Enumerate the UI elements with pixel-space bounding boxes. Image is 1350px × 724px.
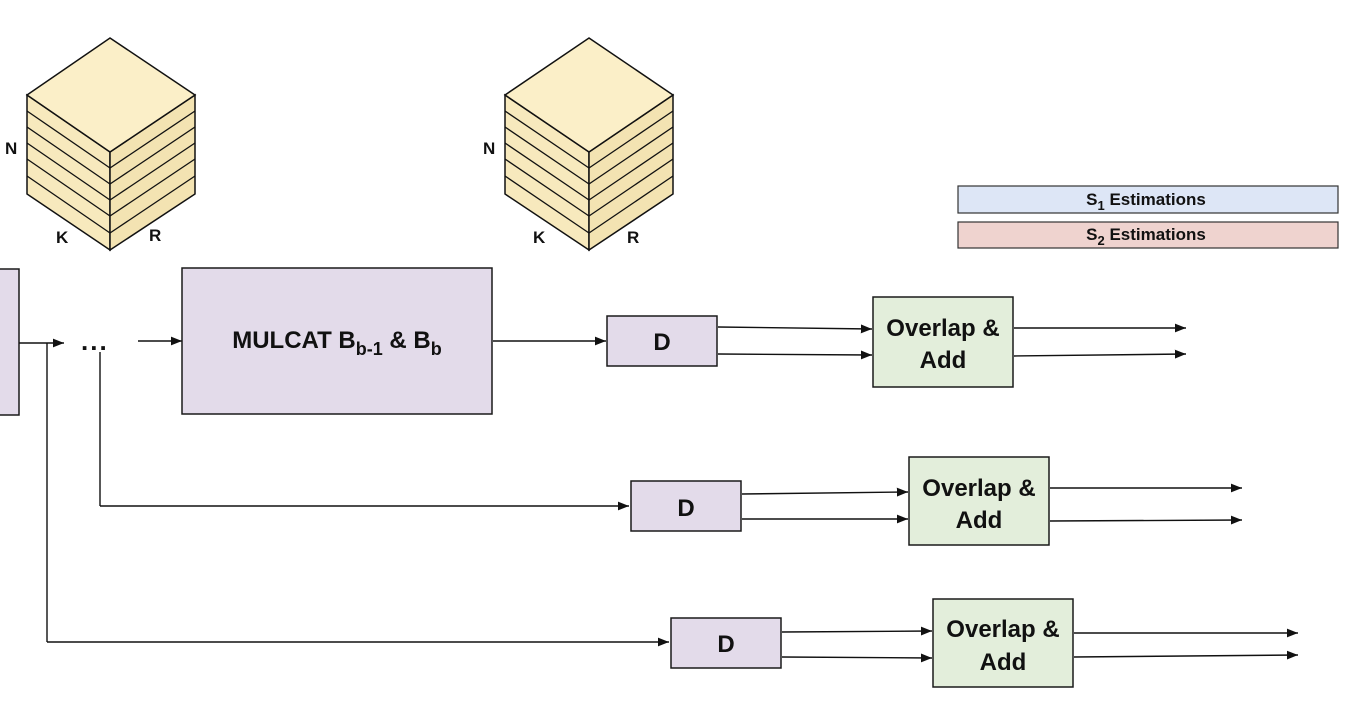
legend-s1-letter: S <box>1086 190 1097 209</box>
overlap-add-2-line2: Add <box>956 507 1003 534</box>
ellipsis: ... <box>81 326 109 356</box>
previous-block-partial <box>0 268 20 416</box>
legend: S1 Estimations S2 Estimations <box>957 185 1339 249</box>
arrow-d1-to-ola1-top <box>717 324 873 334</box>
arrow-d3-to-ola3-top <box>781 626 933 636</box>
arrow-ola3-out-bottom <box>1073 650 1299 660</box>
overlap-add-block-2: Overlap & Add <box>908 456 1050 546</box>
legend-s2-text: Estimations <box>1105 225 1206 244</box>
arrow-d1-to-ola1-bottom <box>717 350 873 360</box>
cube-2-k-label: K <box>533 228 546 247</box>
cube-1-k-label: K <box>56 228 69 247</box>
arrow-d2-to-ola2-top <box>741 487 909 497</box>
arrow-d3-to-ola3-bottom <box>781 653 933 663</box>
overlap-add-3-line2: Add <box>980 649 1027 676</box>
legend-s2-label: S2 Estimations <box>1086 225 1206 248</box>
arrow-ola1-out-bottom <box>1013 349 1187 359</box>
cube-2-slices <box>504 110 674 234</box>
cube-1-n-label: N <box>5 139 17 158</box>
legend-s1-label: S1 Estimations <box>1086 190 1206 213</box>
legend-s2-swatch <box>957 221 1339 249</box>
legend-s1-sub: 1 <box>1098 198 1105 213</box>
overlap-add-2-line1: Overlap & <box>922 475 1035 502</box>
cube-2-r-label: R <box>627 228 639 247</box>
cube-2-n-label: N <box>483 139 495 158</box>
legend-s1-text: Estimations <box>1105 190 1206 209</box>
legend-s1-swatch <box>957 185 1339 214</box>
cube-1-slices <box>26 110 196 234</box>
overlap-add-block-1: Overlap & Add <box>872 296 1014 388</box>
mulcat-block: MULCAT Bb-1 & Bb <box>181 267 493 415</box>
overlap-add-block-3: Overlap & Add <box>932 598 1074 688</box>
tensor-cube-2: N K R <box>483 37 675 252</box>
mulcat-sub2: b <box>431 339 442 359</box>
d-block-1-label: D <box>653 329 670 356</box>
d-block-2-label: D <box>677 495 694 522</box>
mulcat-label: MULCAT Bb-1 & Bb <box>232 327 442 359</box>
mulcat-prefix: MULCAT B <box>232 327 356 354</box>
d-block-3-label: D <box>717 631 734 658</box>
tensor-cube-1: N K R <box>5 37 197 252</box>
arrow-ola2-out-bottom <box>1049 515 1243 525</box>
mulcat-sub1: b-1 <box>356 339 383 359</box>
overlap-add-1-line1: Overlap & <box>886 315 999 342</box>
connectors <box>19 323 1299 663</box>
overlap-add-3-line1: Overlap & <box>946 616 1059 643</box>
cube-1-r-label: R <box>149 226 161 245</box>
d-block-1: D <box>606 315 718 367</box>
d-block-2: D <box>630 480 742 532</box>
overlap-add-1-line2: Add <box>920 347 967 374</box>
legend-s2-sub: 2 <box>1098 233 1105 248</box>
legend-s2-letter: S <box>1086 225 1097 244</box>
mulcat-mid: & B <box>383 327 431 354</box>
d-block-3: D <box>670 617 782 669</box>
